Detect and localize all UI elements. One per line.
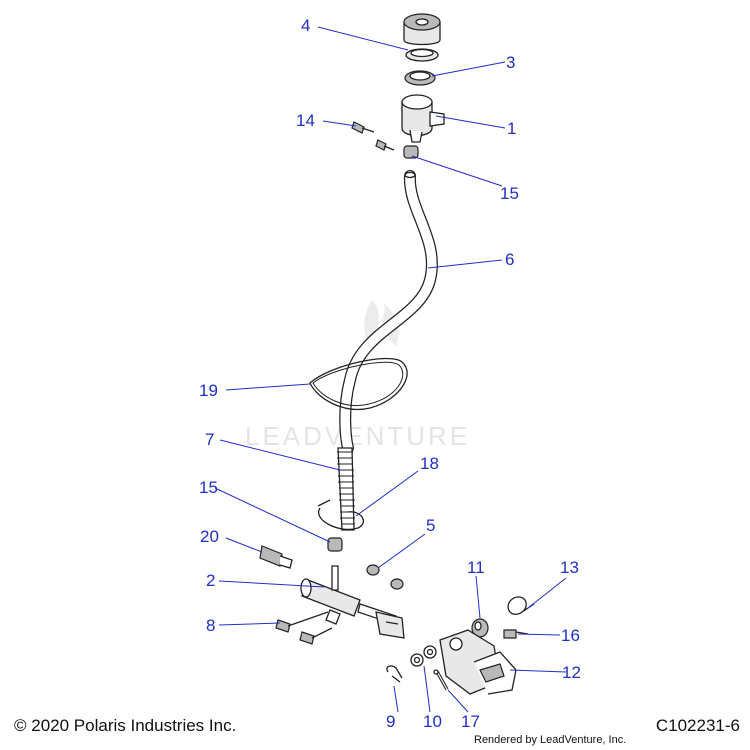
mounting-bolt-8 [275,611,333,645]
spring-clip [317,499,364,530]
rendered-by-text: Rendered by LeadVenture, Inc. [474,734,627,746]
retaining-clip [386,665,403,683]
reservoir-cap [403,13,441,62]
leader-lines [214,26,567,713]
callout-20: 20 [200,527,219,546]
clevis-pin [503,629,529,639]
copyright-text: © 2020 Polaris Industries Inc. [14,716,237,735]
watermark-text: LEADVENTURE [245,421,470,451]
callout-12: 12 [562,663,581,682]
callout-17: 17 [461,712,480,731]
callout-6: 6 [505,250,514,269]
callout-15-bottom: 15 [199,478,218,497]
callout-8: 8 [206,616,215,635]
reservoir-hose [339,170,438,454]
callout-numbers: 4 3 1 14 15 6 19 7 18 15 5 20 2 8 11 13 … [199,16,581,731]
callout-4: 4 [301,16,310,35]
cotter-pin [433,669,449,691]
nuts-5 [366,564,404,590]
callout-5: 5 [426,516,435,535]
reservoir-body [401,94,445,143]
callout-9: 9 [386,712,395,731]
hose-clamp-top [403,145,419,159]
callout-10: 10 [423,712,442,731]
callout-1: 1 [507,119,516,138]
callout-11: 11 [467,558,485,577]
spring-guard [337,447,355,531]
callout-13: 13 [560,558,579,577]
washers-10 [410,645,437,667]
mounting-screw-14 [351,121,395,151]
callout-18: 18 [420,454,439,473]
diagram-code: C102231-6 [655,716,740,735]
pivot-bushing [471,618,489,638]
return-spring [507,596,535,615]
reservoir-diaphragm [404,70,436,86]
callout-3: 3 [506,53,515,72]
pressure-switch [259,545,293,569]
callout-7: 7 [205,430,214,449]
callout-16: 16 [561,626,580,645]
cable-tie-loop [309,357,408,410]
callout-15-top: 15 [500,184,519,203]
clutch-master-cylinder [300,565,405,639]
callout-14: 14 [296,111,315,130]
clutch-pedal-bracket [439,629,517,695]
hose-clamp-bottom [327,537,343,552]
watermark-logo: LEADVENTURE [245,300,470,451]
callout-2: 2 [206,571,215,590]
callout-19: 19 [199,381,218,400]
